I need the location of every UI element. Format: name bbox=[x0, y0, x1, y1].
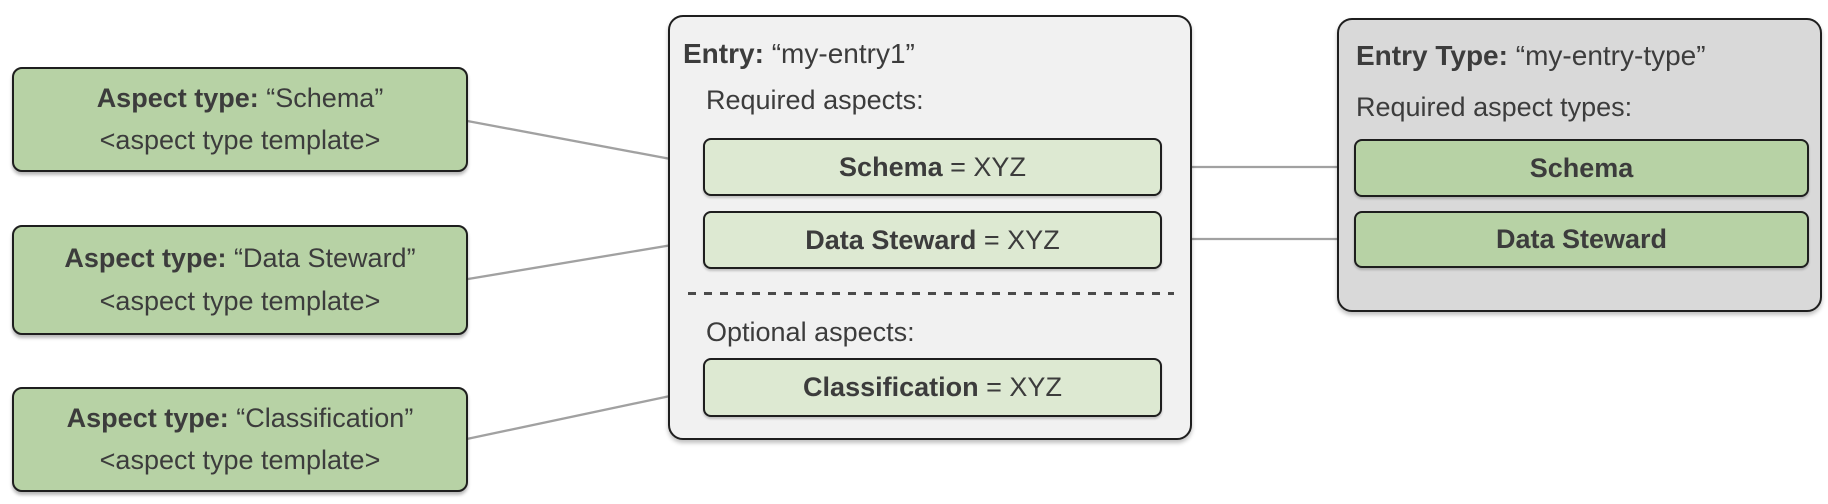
aspect-value: = XYZ bbox=[986, 372, 1062, 402]
aspect-type-chip-name: Data Steward bbox=[1495, 224, 1668, 254]
optional-aspects-heading: Optional aspects: bbox=[706, 317, 915, 347]
required-aspect-types-heading: Required aspect types: bbox=[1356, 92, 1633, 122]
aspect-type-label: Aspect type: bbox=[64, 242, 227, 273]
aspect-type-box-schema: Aspect type:“Schema” <aspect type templa… bbox=[12, 67, 468, 172]
aspect-chip-data-steward: Data Steward= XYZ bbox=[703, 211, 1162, 269]
entry-type-panel: Entry Type:“my-entry-type” Required aspe… bbox=[1337, 18, 1822, 312]
aspect-type-label: Aspect type: bbox=[96, 83, 259, 114]
connector-data-steward-left bbox=[461, 237, 709, 282]
aspect-type-chip-name: Schema bbox=[1529, 152, 1634, 183]
entry-label: Entry: bbox=[683, 38, 764, 69]
required-optional-divider bbox=[688, 292, 1174, 295]
aspect-value: = XYZ bbox=[983, 224, 1060, 255]
required-aspects-heading: Required aspects: bbox=[706, 85, 924, 115]
aspect-value: = XYZ bbox=[950, 151, 1026, 182]
entry-type-name: “my-entry-type” bbox=[1515, 40, 1706, 71]
aspect-type-title: Aspect type:“Data Steward” bbox=[64, 243, 415, 274]
aspect-type-chip-schema: Schema bbox=[1354, 139, 1809, 197]
aspect-name: Classification bbox=[803, 372, 979, 402]
aspect-type-name: “Schema” bbox=[266, 83, 384, 114]
aspect-type-title: Aspect type:“Classification” bbox=[67, 403, 414, 434]
aspect-type-name: “Data Steward” bbox=[234, 242, 416, 273]
aspect-type-box-data-steward: Aspect type:“Data Steward” <aspect type … bbox=[12, 225, 468, 335]
connector-schema-left bbox=[461, 118, 709, 168]
aspect-chip-schema: Schema= XYZ bbox=[703, 138, 1162, 196]
entry-name: “my-entry1” bbox=[771, 38, 915, 69]
aspect-name: Schema bbox=[839, 151, 943, 182]
aspect-type-box-classification: Aspect type:“Classification” <aspect typ… bbox=[12, 387, 468, 492]
aspect-type-template: <aspect type template> bbox=[99, 124, 381, 155]
entry-type-title: Entry Type:“my-entry-type” bbox=[1356, 40, 1706, 72]
entry-panel: Entry:“my-entry1” Required aspects: Sche… bbox=[668, 15, 1192, 440]
entry-title: Entry:“my-entry1” bbox=[683, 38, 915, 70]
aspect-type-label: Aspect type: bbox=[66, 403, 229, 434]
aspect-name: Data Steward bbox=[805, 224, 977, 255]
aspect-type-template: <aspect type template> bbox=[99, 444, 381, 475]
aspect-type-template: <aspect type template> bbox=[99, 285, 381, 316]
aspect-type-title: Aspect type:“Schema” bbox=[97, 83, 384, 114]
connector-classification-left bbox=[461, 386, 709, 442]
aspect-type-name: “Classification” bbox=[236, 403, 414, 434]
aspect-type-chip-data-steward: Data Steward bbox=[1354, 211, 1809, 268]
entry-type-label: Entry Type: bbox=[1356, 40, 1508, 71]
aspect-chip-classification: Classification= XYZ bbox=[703, 358, 1162, 417]
